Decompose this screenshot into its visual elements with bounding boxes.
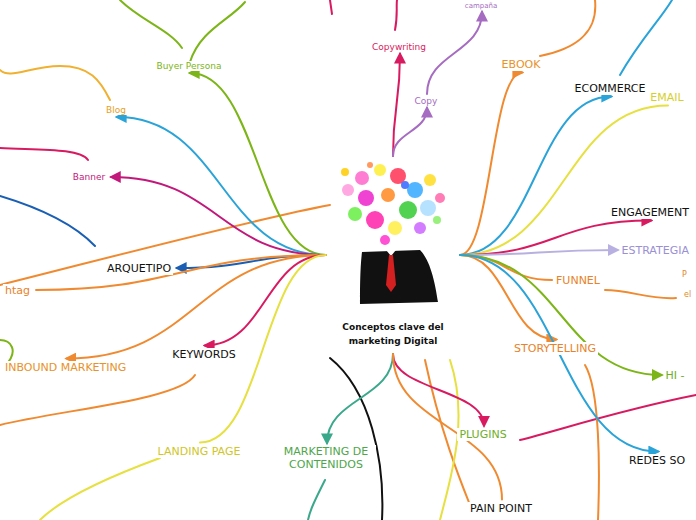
topic-node: EMAIL [648, 91, 685, 104]
topic-text: Buyer Persona [154, 61, 223, 71]
branch-connector [67, 255, 326, 359]
topic-text: Conceptos clave del marketing Digital [330, 321, 456, 348]
topic-text: EMAIL [648, 91, 685, 104]
topic-node: FUNNEL [554, 274, 602, 287]
topic-text: htag [3, 284, 32, 297]
suit-body [360, 250, 438, 304]
branch-line [605, 290, 676, 298]
topic-node: ARQUETIPO [105, 262, 173, 275]
branch-line [395, 0, 397, 30]
topic-text: ECOMMERCE [573, 82, 648, 95]
topic-text: PLUGINS [457, 428, 508, 441]
branch-line [190, 2, 245, 62]
branch-line [120, 0, 182, 48]
topic-text: STORYTELLING [512, 342, 598, 355]
branch-connector [460, 73, 522, 256]
topic-node: PLUGINS [457, 428, 508, 441]
topic-node: LANDING PAGE [156, 445, 243, 458]
branch-connector [117, 117, 326, 255]
branch-connector [460, 255, 658, 452]
topic-node: PAIN POINT [468, 502, 534, 515]
topic-node: MARKETING DE CONTENIDOS [277, 445, 376, 471]
topic-node: Blog [104, 105, 128, 115]
topic-node: EBOOK [500, 58, 543, 71]
branch-line [440, 360, 459, 520]
fragment-label: P [682, 270, 687, 279]
branch-connector [460, 255, 556, 340]
branch-line [520, 395, 696, 440]
topic-node: Copy [413, 96, 440, 106]
topic-text: ARQUETIPO [105, 262, 173, 275]
branch-line [0, 66, 110, 100]
topic-node: STORYTELLING [512, 342, 598, 355]
branch-connector [205, 255, 326, 346]
branch-line [308, 480, 325, 520]
topic-text: Copywriting [370, 42, 428, 52]
topic-node: INBOUND MARKETING [3, 361, 128, 374]
topic-text: LANDING PAGE [156, 445, 243, 458]
topic-node: campaña [463, 2, 499, 10]
topic-text: Blog [104, 105, 128, 115]
topic-node: htag [3, 284, 32, 297]
topic-text: KEYWORDS [170, 348, 238, 361]
branch-line [620, 0, 672, 75]
branch-connector [460, 97, 611, 256]
branch-connector [460, 250, 618, 255]
tie [386, 255, 396, 292]
topic-text: FUNNEL [554, 274, 602, 287]
topic-text: INBOUND MARKETING [3, 361, 128, 374]
topic-node: ECOMMERCE [573, 82, 648, 95]
branch-line [540, 0, 595, 56]
topic-text: EBOOK [500, 58, 543, 71]
central-topic: Conceptos clave del marketing Digital [328, 158, 458, 352]
topic-text: ESTRATEGIA [620, 244, 691, 257]
topic-text: ENGAGEMENT [609, 206, 691, 219]
topic-node: KEYWORDS [170, 348, 238, 361]
branch-connector [427, 12, 482, 94]
topic-text: Banner [71, 172, 107, 182]
fragment-label: el [684, 290, 691, 299]
topic-node: REDES SO [627, 454, 687, 467]
topic-node: ESTRATEGIA [620, 244, 691, 257]
branch-line [330, 358, 382, 520]
topic-text: REDES SO [627, 454, 687, 467]
branch-line [40, 458, 160, 520]
branch-line [330, 0, 332, 14]
branch-line [0, 148, 88, 160]
topic-text: Copy [413, 96, 440, 106]
branch-connector [393, 354, 484, 426]
topic-text: PAIN POINT [468, 502, 534, 515]
topic-node: ENGAGEMENT [609, 206, 691, 219]
topic-text: HI - [664, 369, 687, 382]
topic-node: Copywriting [370, 42, 428, 52]
branch-line [0, 375, 195, 425]
topic-node: HI - [664, 369, 687, 382]
branch-connector [111, 177, 326, 255]
topic-text: MARKETING DE CONTENIDOS [277, 445, 376, 471]
branch-line [585, 365, 599, 520]
branch-line [0, 196, 95, 246]
branch-connector [460, 106, 668, 256]
topic-node: Banner [71, 172, 107, 182]
branch-connector [327, 354, 393, 443]
branch-connector [393, 108, 427, 156]
topic-text: campaña [463, 2, 499, 10]
topic-node: Buyer Persona [154, 61, 223, 71]
